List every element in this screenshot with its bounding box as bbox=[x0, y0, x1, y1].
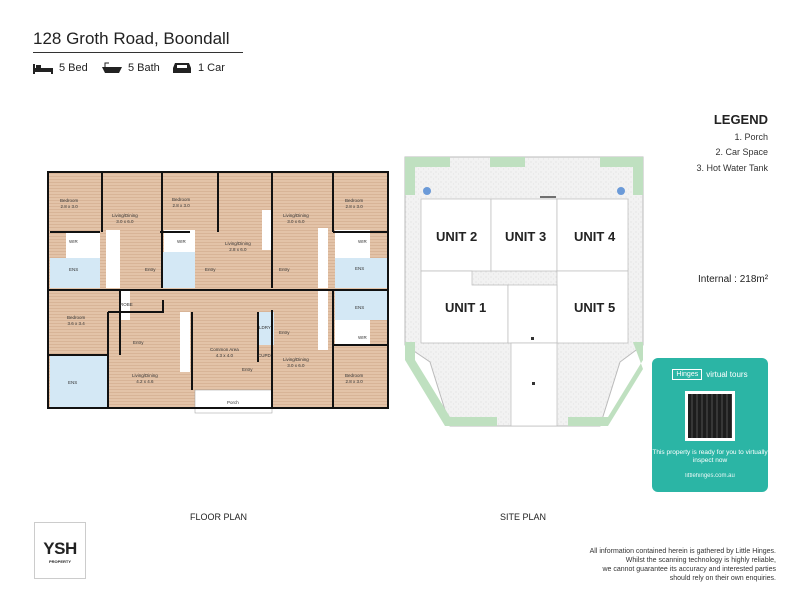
unit-1-label: UNIT 1 bbox=[445, 300, 487, 315]
car-icon bbox=[173, 63, 191, 73]
legend-item: 2. Car Space bbox=[715, 147, 768, 157]
qr-code[interactable] bbox=[685, 391, 735, 441]
property-address: 128 Groth Road, Boondall bbox=[33, 29, 230, 48]
feature-car: 1 Car bbox=[172, 62, 225, 74]
room-ens: ENS bbox=[69, 267, 79, 272]
entry-label: Entry bbox=[205, 267, 216, 272]
unit-2-label: UNIT 2 bbox=[436, 229, 478, 244]
room-porch: Porch bbox=[227, 400, 239, 405]
legend-item: 1. Porch bbox=[734, 132, 768, 142]
bath-count: 5 Bath bbox=[128, 62, 160, 74]
bath-icon bbox=[102, 62, 122, 73]
room-robe: ROBE bbox=[120, 302, 133, 307]
floor-plan bbox=[47, 171, 389, 414]
room-ens: ENS bbox=[355, 266, 365, 271]
room-wir: WIR bbox=[358, 239, 367, 244]
room-cupd: CUPD bbox=[258, 353, 271, 358]
unit-4-label: UNIT 4 bbox=[574, 229, 616, 244]
legend-title: LEGEND bbox=[713, 112, 768, 127]
room-wir: WIR bbox=[177, 239, 186, 244]
site-plan bbox=[404, 156, 644, 427]
virtual-tour-url[interactable]: littlehinges.com.au bbox=[685, 473, 735, 479]
site-plan-label: SITE PLAN bbox=[500, 512, 547, 522]
entry-label: Entry bbox=[133, 340, 144, 345]
room-laundry: LDRY bbox=[259, 325, 271, 330]
legend-item: 3. Hot Water Tank bbox=[696, 163, 768, 173]
internal-area: Internal : 218m² bbox=[698, 274, 769, 285]
unit-5-label: UNIT 5 bbox=[574, 300, 616, 315]
virtual-tour-message: This property is ready for you to virtua… bbox=[652, 449, 768, 464]
entry-label: Entry bbox=[279, 267, 290, 272]
room-ens: ENS bbox=[355, 305, 365, 310]
room-wir: WIR bbox=[358, 335, 367, 340]
room-wir: WIR bbox=[69, 239, 78, 244]
room-ens: ENS bbox=[68, 380, 78, 385]
bed-count: 5 Bed bbox=[59, 62, 88, 74]
entry-label: Entry bbox=[242, 367, 253, 372]
feature-bed: 5 Bed bbox=[33, 62, 88, 74]
title-divider bbox=[33, 52, 243, 53]
unit-3-label: UNIT 3 bbox=[505, 229, 547, 244]
feature-bath: 5 Bath bbox=[102, 62, 160, 74]
floor-plan-label: FLOOR PLAN bbox=[190, 512, 248, 522]
car-count: 1 Car bbox=[198, 62, 225, 74]
bed-icon bbox=[33, 64, 53, 74]
entry-label: Entry bbox=[145, 267, 156, 272]
entry-label: Entry bbox=[279, 330, 290, 335]
disclaimer: All information contained herein is gath… bbox=[589, 548, 776, 582]
